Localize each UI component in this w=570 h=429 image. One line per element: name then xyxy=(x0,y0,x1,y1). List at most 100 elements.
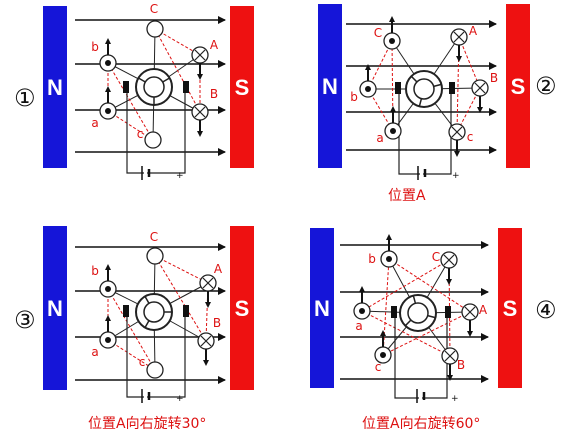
south-pole-magnet xyxy=(498,228,522,388)
brush-right xyxy=(183,305,189,317)
coil-b: b xyxy=(368,234,398,268)
current-out-dot-icon xyxy=(380,352,386,358)
south-pole-magnet xyxy=(230,226,254,390)
coil-b: b xyxy=(91,38,117,72)
current-in-cross-icon xyxy=(453,31,465,43)
commutator-segment xyxy=(418,98,423,107)
current-out-dot-icon xyxy=(390,128,396,134)
brush-right xyxy=(183,81,189,93)
rotor-inner xyxy=(413,78,435,100)
coil-a: a xyxy=(353,286,371,333)
commutator-segment xyxy=(144,296,150,304)
coil-B: B xyxy=(191,87,218,137)
battery-gap xyxy=(144,165,147,181)
coil-label: b xyxy=(91,264,99,278)
commutator-segment xyxy=(412,295,417,304)
coil-circle xyxy=(144,131,162,149)
coil-label: c xyxy=(375,360,382,374)
winding-connection xyxy=(154,255,209,284)
coil-a: a xyxy=(376,106,402,145)
coil-B: B xyxy=(441,347,465,381)
panel-number: ③ xyxy=(14,306,36,334)
battery-plus: + xyxy=(452,171,460,181)
south-pole-magnet xyxy=(506,4,530,168)
rotor-inner xyxy=(143,76,165,98)
coil-b: b xyxy=(91,264,117,298)
coil-label: A xyxy=(469,24,478,38)
coil-B: B xyxy=(197,316,221,366)
coil-B: B xyxy=(471,71,498,113)
coil-A: A xyxy=(450,24,478,62)
current-out-dot-icon xyxy=(105,286,111,292)
battery-plus: + xyxy=(451,394,459,404)
winding-connection xyxy=(456,36,460,133)
coil-label: b xyxy=(91,40,99,54)
winding-connection xyxy=(107,110,154,141)
winding-connection xyxy=(367,40,393,90)
coil-label: B xyxy=(213,316,221,330)
north-pole-label: N xyxy=(322,74,338,99)
current-in-cross-icon xyxy=(202,277,214,289)
current-out-dot-icon xyxy=(105,108,111,114)
coil-label: b xyxy=(368,252,376,266)
brush-circuit xyxy=(126,92,186,174)
commutator-segment xyxy=(410,75,418,83)
current-out-dot-icon xyxy=(389,38,395,44)
current-in-cross-icon xyxy=(443,254,455,266)
current-out-dot-icon xyxy=(359,308,365,314)
coil-c: c xyxy=(139,355,164,379)
brush-left xyxy=(391,306,397,318)
brush-left xyxy=(123,305,129,317)
coil-label: C xyxy=(432,250,440,264)
coil-c: c xyxy=(374,330,392,374)
coil-C: C xyxy=(374,16,401,50)
coil-label: b xyxy=(350,90,358,104)
coil-c: c xyxy=(448,123,473,157)
rotor-inner xyxy=(407,302,429,324)
panel-number: ① xyxy=(14,84,36,112)
commutator-segment xyxy=(433,83,442,88)
coil-label: c xyxy=(137,127,144,141)
coil-C: C xyxy=(146,2,164,38)
winding-connection xyxy=(361,259,450,312)
south-pole-magnet xyxy=(230,6,254,168)
panel-number: ④ xyxy=(535,296,557,324)
coil-C: C xyxy=(146,230,164,265)
winding-connection xyxy=(107,288,156,371)
panel-caption: 位置A向右旋转30° xyxy=(88,416,206,429)
coil-A: A xyxy=(191,38,219,80)
commutator-segment xyxy=(404,319,412,327)
brush-left xyxy=(123,81,129,93)
coil-label: B xyxy=(490,71,498,85)
battery-plus: + xyxy=(176,394,184,404)
battery-gap xyxy=(144,388,147,404)
coil-C: C xyxy=(432,250,458,285)
winding-connection xyxy=(458,36,481,89)
current-in-cross-icon xyxy=(200,335,212,347)
battery-plus: + xyxy=(176,171,184,181)
current-in-cross-icon xyxy=(474,82,486,94)
winding-connection xyxy=(154,255,207,342)
coil-label: a xyxy=(91,116,98,130)
south-pole-label: S xyxy=(235,296,250,321)
current-in-cross-icon xyxy=(464,306,476,318)
coil-circle xyxy=(146,247,164,265)
current-in-cross-icon xyxy=(194,106,206,118)
brush-right xyxy=(449,82,455,94)
north-pole-label: N xyxy=(314,296,330,321)
coil-A: A xyxy=(461,303,488,337)
coil-label: B xyxy=(457,358,465,372)
north-pole-magnet xyxy=(43,6,67,168)
brush-right xyxy=(445,306,451,318)
panel-caption: 位置A xyxy=(388,188,426,204)
winding-connection xyxy=(154,28,201,113)
north-pole-magnet xyxy=(318,4,342,168)
coil-label: C xyxy=(150,2,158,16)
current-out-dot-icon xyxy=(365,86,371,92)
current-in-cross-icon xyxy=(194,49,206,61)
current-out-dot-icon xyxy=(105,60,111,66)
brush-left xyxy=(395,82,401,94)
panel-caption: 位置A向右旋转60° xyxy=(362,416,480,429)
north-pole-magnet xyxy=(43,226,67,390)
